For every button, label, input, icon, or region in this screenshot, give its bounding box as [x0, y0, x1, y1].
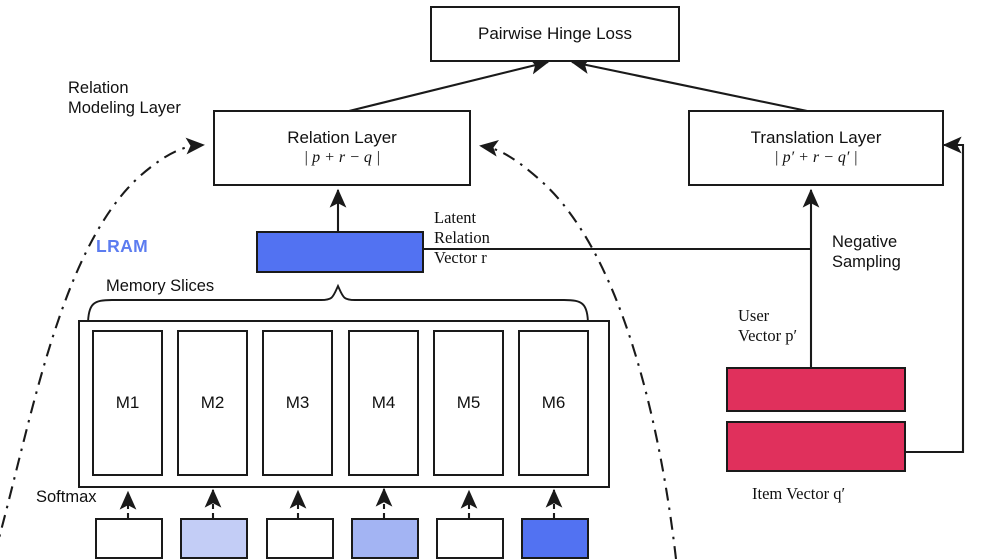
latent-relation-vector-label: Latent Relation Vector r — [434, 208, 490, 268]
memory-slice-label: M4 — [371, 393, 396, 412]
memory-slices-label: Memory Slices — [106, 277, 215, 295]
relation-layer-formula: | p + r − q | — [303, 148, 381, 166]
softmax-weight-box-5[interactable] — [436, 518, 504, 559]
latent-relation-vector-bar[interactable] — [256, 231, 424, 273]
memory-slice-m2[interactable]: M2 — [177, 330, 248, 476]
memory-slice-label: M2 — [200, 393, 225, 412]
memory-slice-label: M1 — [115, 393, 140, 412]
item-vector-bar[interactable] — [726, 421, 906, 472]
dashdot-curve-left — [0, 137, 205, 539]
translation-layer-box[interactable]: Translation Layer | p′ + r − q′ | — [688, 110, 944, 186]
user-vector-label: User Vector p′ — [738, 306, 798, 346]
relation-modeling-layer-label: Relation Modeling Layer — [68, 79, 181, 118]
arrow-item-to-translation — [906, 136, 965, 454]
softmax-weight-box-6[interactable] — [521, 518, 589, 559]
memory-slice-m3[interactable]: M3 — [262, 330, 333, 476]
relation-layer-title: Relation Layer — [287, 127, 397, 147]
relation-layer-box[interactable]: Relation Layer | p + r − q | — [213, 110, 471, 186]
loss-label: Pairwise Hinge Loss — [477, 23, 632, 43]
negative-sampling-label: Negative Sampling — [832, 233, 901, 272]
memory-slice-label: M3 — [285, 393, 310, 412]
translation-layer-title: Translation Layer — [750, 127, 882, 147]
softmax-weight-box-3[interactable] — [266, 518, 334, 559]
memory-slice-label: M6 — [541, 393, 566, 412]
translation-layer-formula: | p′ + r − q′ | — [774, 148, 858, 166]
lram-label: LRAM — [96, 236, 149, 256]
memory-slice-m4[interactable]: M4 — [348, 330, 419, 476]
memory-slice-m5[interactable]: M5 — [433, 330, 504, 476]
arrow-translation-to-loss — [570, 57, 813, 114]
softmax-weight-box-4[interactable] — [351, 518, 419, 559]
arrow-relation-to-loss — [344, 58, 550, 114]
memory-module: M1 M2 M3 M4 M5 M6 — [78, 320, 610, 488]
user-vector-bar[interactable] — [726, 367, 906, 412]
memory-slice-m6[interactable]: M6 — [518, 330, 589, 476]
brace-memory-slices — [87, 283, 589, 326]
memory-slice-m1[interactable]: M1 — [92, 330, 163, 476]
item-vector-label: Item Vector q′ — [752, 484, 846, 503]
softmax-label: Softmax — [36, 488, 97, 506]
pairwise-hinge-loss-box[interactable]: Pairwise Hinge Loss — [430, 6, 680, 62]
softmax-weight-box-1[interactable] — [95, 518, 163, 559]
dashdot-curve-right — [479, 139, 678, 559]
softmax-weight-box-2[interactable] — [180, 518, 248, 559]
memory-slice-label: M5 — [456, 393, 481, 412]
